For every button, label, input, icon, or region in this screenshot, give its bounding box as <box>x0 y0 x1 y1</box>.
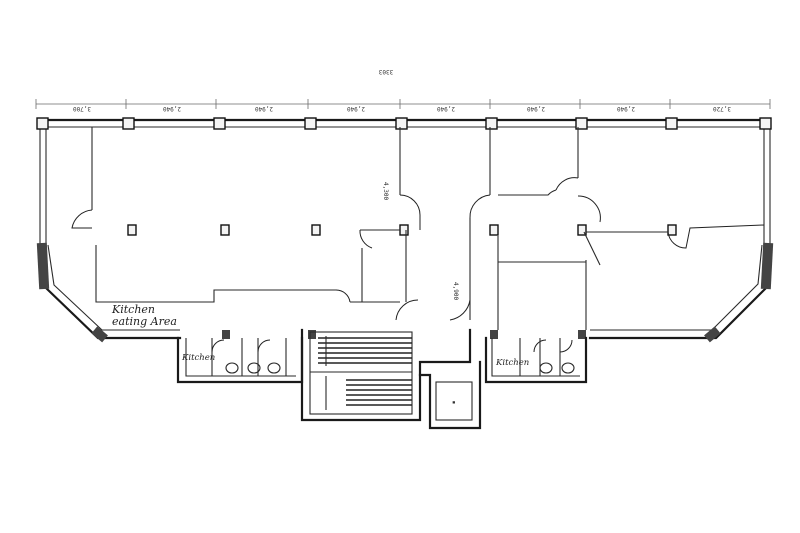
kitchen-eating-label: Kitchen <box>111 303 155 316</box>
bay-dimension: 2,940 <box>617 105 635 112</box>
column <box>308 330 316 339</box>
column <box>578 330 586 339</box>
lift-mark: ▪ <box>452 399 456 406</box>
lift-shaft <box>435 381 473 421</box>
column <box>122 117 135 130</box>
window-pier <box>36 242 50 290</box>
stair-core <box>309 331 413 415</box>
toilet <box>561 362 575 374</box>
bay-dimension: 2,940 <box>527 105 545 112</box>
column <box>304 117 317 130</box>
toilet <box>267 362 281 374</box>
window-pier <box>704 326 721 343</box>
column <box>311 224 321 236</box>
columns <box>36 117 774 343</box>
toilet <box>247 362 261 374</box>
column <box>759 117 772 130</box>
service-core: ▪ <box>176 328 588 430</box>
column <box>490 330 498 339</box>
bay-dimension-labels: 3,700 2,940 2,940 2,940 2,940 2,940 2,94… <box>73 105 731 112</box>
depth-dimension: 4,300 <box>382 182 389 200</box>
column <box>575 117 588 130</box>
bay-dimension: 2,940 <box>163 105 181 112</box>
bay-dimension: 2,940 <box>347 105 365 112</box>
column <box>127 224 137 236</box>
kitchen-label-right: Kitchen <box>495 358 529 368</box>
bay-dimension: 2,940 <box>437 105 455 112</box>
depth-dimension: 4,900 <box>452 282 459 300</box>
column <box>665 117 678 130</box>
window-pier <box>91 326 108 343</box>
toilet <box>539 362 553 374</box>
column <box>399 224 409 236</box>
dimension-line <box>35 99 771 109</box>
stair-treads <box>318 336 412 410</box>
kitchen-eating-label: eating Area <box>112 315 177 328</box>
column <box>36 117 49 130</box>
column <box>395 117 408 130</box>
toilet <box>225 362 239 374</box>
column <box>213 117 226 130</box>
bay-dimension: 3,720 <box>713 105 731 112</box>
bay-dimension: 3,700 <box>73 105 91 112</box>
window-pier <box>760 242 774 290</box>
column <box>489 224 499 236</box>
column <box>667 224 677 236</box>
kitchen-label-left: Kitchen <box>181 353 215 363</box>
column <box>485 117 498 130</box>
column <box>577 224 587 236</box>
interior-partitions <box>71 127 765 330</box>
overall-dimension: 3303 <box>378 68 393 75</box>
column <box>222 330 230 339</box>
column <box>220 224 230 236</box>
bay-dimension: 2,940 <box>255 105 273 112</box>
